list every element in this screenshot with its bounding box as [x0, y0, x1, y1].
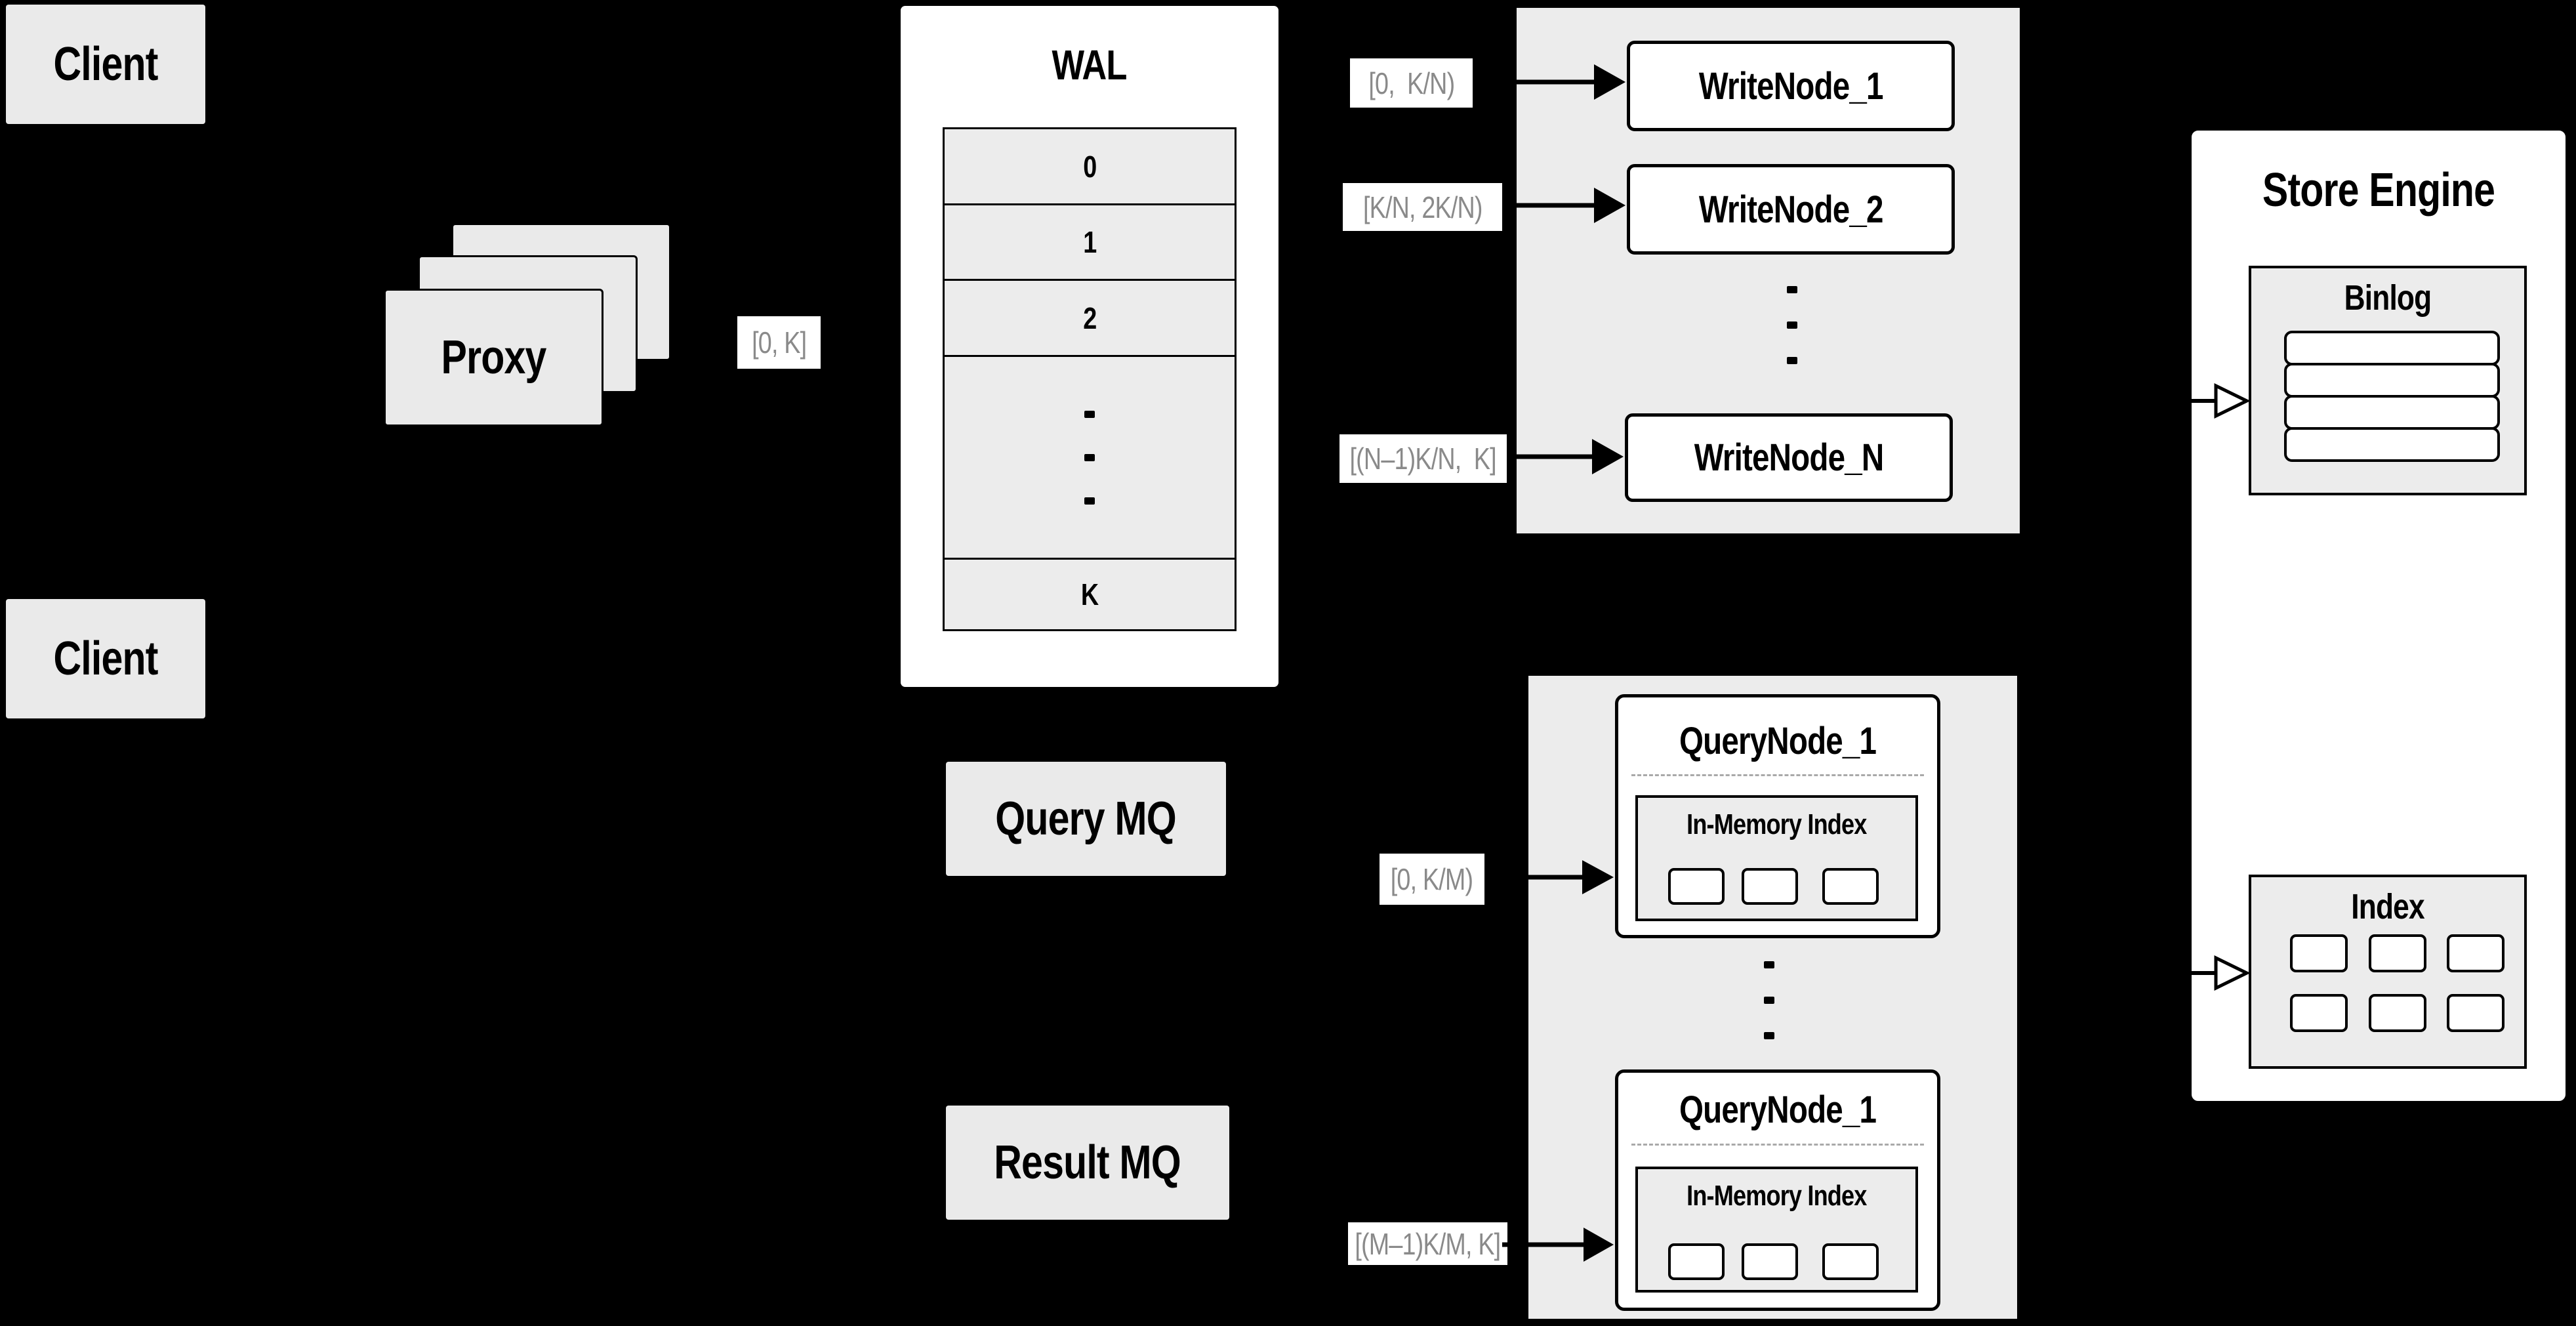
segment-cell [1822, 1243, 1879, 1280]
arrow-to-write-node-2 [1502, 188, 1625, 223]
query-mq-box: Query MQ [946, 762, 1226, 876]
dot-icon [1787, 321, 1797, 329]
binlog-box: Binlog [2249, 266, 2527, 495]
dot-icon [1787, 285, 1797, 293]
wal-row-1: 1 [945, 205, 1235, 281]
index-cell [2447, 934, 2504, 972]
range-label-n1kn-k: [(N–1)K/N, K] [1339, 434, 1507, 483]
wal-segment-table: 0 1 2 K [943, 127, 1237, 631]
range-label-0-k-text: [0, K] [751, 325, 807, 360]
binlog-title: Binlog [2344, 278, 2432, 318]
segment-cell [1742, 1243, 1798, 1280]
query-node-1-title-wrap: QueryNode_1 [1618, 715, 1937, 767]
hollow-arrow-to-binlog [2177, 383, 2250, 419]
in-memory-index-1-title-wrap: In-Memory Index [1638, 803, 1915, 846]
range-label-m1km-k-text: [(M–1)K/M, K] [1355, 1226, 1502, 1261]
dot-icon [1764, 996, 1774, 1004]
index-cell [2447, 994, 2504, 1032]
client-box-top: Client [6, 5, 205, 124]
range-label-0-kn: [0, K/N) [1350, 58, 1473, 108]
binlog-row [2284, 331, 2500, 365]
dot-icon [1084, 497, 1095, 505]
in-memory-index-1-box: In-Memory Index [1635, 795, 1918, 921]
hollow-arrow-to-index [2177, 955, 2250, 991]
query-node-1-box: QueryNode_1 In-Memory Index [1615, 694, 1940, 938]
store-engine-title: Store Engine [2262, 164, 2495, 217]
index-cell [2290, 934, 2348, 972]
range-label-kn-2kn: [K/N, 2K/N) [1343, 183, 1502, 231]
wal-row-k: K [945, 560, 1235, 629]
query-nodes-ellipsis-dots [1756, 956, 1782, 1044]
range-label-n1kn-k-text: [(N–1)K/N, K] [1349, 442, 1497, 476]
binlog-row [2284, 427, 2500, 462]
wal-row-k-label: K [1080, 577, 1099, 611]
segment-cell [1668, 868, 1725, 905]
range-label-0-km-text: [0, K/M) [1391, 862, 1473, 896]
client-top-label: Client [53, 38, 158, 91]
store-engine-container: Store Engine Binlog Index [2189, 128, 2568, 1104]
arrow-to-write-node-1 [1473, 64, 1625, 100]
query-nodes-panel: QueryNode_1 In-Memory Index QueryNode_1 [1526, 673, 2020, 1321]
range-label-0-kn-text: [0, K/N) [1368, 66, 1455, 100]
index-title-wrap: Index [2251, 884, 2524, 930]
query-mq-label: Query MQ [995, 793, 1177, 845]
write-node-n-box: WriteNode_N [1625, 413, 1953, 502]
query-node-2-box: QueryNode_1 In-Memory Index [1615, 1069, 1940, 1311]
segment-cell [1742, 868, 1798, 905]
query-node-2-title: QueryNode_1 [1679, 1088, 1877, 1131]
client-bottom-label: Client [53, 632, 158, 685]
arrow-to-query-node-1 [1486, 860, 1614, 894]
result-mq-box: Result MQ [946, 1106, 1229, 1220]
store-engine-title-wrap: Store Engine [2192, 161, 2566, 220]
index-cell [2369, 994, 2426, 1032]
in-memory-index-2-box: In-Memory Index [1635, 1167, 1918, 1293]
write-node-2-box: WriteNode_2 [1627, 164, 1955, 255]
wal-row-0-label: 0 [1082, 149, 1097, 184]
segment-cell [1668, 1243, 1725, 1280]
query-node-1-title: QueryNode_1 [1679, 719, 1877, 762]
proxy-card-front: Proxy [384, 289, 603, 426]
write-node-1-label: WriteNode_1 [1698, 64, 1884, 108]
range-label-0-k: [0, K] [737, 316, 821, 369]
wal-title: WAL [1052, 41, 1128, 89]
binlog-title-wrap: Binlog [2251, 275, 2524, 321]
write-nodes-ellipsis-dots [1779, 280, 1805, 369]
wal-title-wrap: WAL [901, 26, 1278, 104]
index-title: Index [2351, 887, 2424, 926]
arrow-to-write-node-n [1507, 439, 1624, 474]
binlog-row [2284, 363, 2500, 398]
in-memory-index-2-title-wrap: In-Memory Index [1638, 1174, 1915, 1218]
query-node-2-title-wrap: QueryNode_1 [1618, 1083, 1937, 1136]
index-box: Index [2249, 875, 2527, 1069]
dot-icon [1764, 961, 1774, 968]
in-memory-index-2-title: In-Memory Index [1687, 1180, 1867, 1212]
dot-icon [1787, 356, 1797, 364]
dot-icon [1084, 453, 1095, 461]
wal-row-2-label: 2 [1082, 300, 1097, 335]
range-label-0-km: [0, K/M) [1380, 854, 1484, 905]
dot-icon [1084, 410, 1095, 418]
client-box-bottom: Client [6, 599, 205, 718]
query-node-2-divider [1631, 1144, 1924, 1146]
range-label-m1km-k: [(M–1)K/M, K] [1348, 1222, 1507, 1265]
dot-icon [1764, 1031, 1774, 1039]
wal-row-2: 2 [945, 281, 1235, 357]
range-label-kn-2kn-text: [K/N, 2K/N) [1362, 190, 1483, 224]
result-mq-label: Result MQ [994, 1136, 1181, 1189]
proxy-label: Proxy [441, 331, 546, 384]
segment-cell [1822, 868, 1879, 905]
wal-row-0: 0 [945, 129, 1235, 205]
wal-row-1-label: 1 [1082, 225, 1097, 259]
wal-container: WAL 0 1 2 K [899, 4, 1280, 689]
in-memory-index-1-title: In-Memory Index [1687, 808, 1867, 840]
write-node-n-label: WriteNode_N [1694, 436, 1885, 479]
arrow-to-query-node-2 [1502, 1228, 1614, 1262]
index-cell [2290, 994, 2348, 1032]
write-node-1-box: WriteNode_1 [1627, 41, 1955, 131]
write-node-2-label: WriteNode_2 [1698, 188, 1884, 231]
index-cell [2369, 934, 2426, 972]
binlog-row [2284, 395, 2500, 430]
query-node-1-divider [1631, 774, 1924, 776]
wal-ellipsis-dots [945, 357, 1235, 560]
